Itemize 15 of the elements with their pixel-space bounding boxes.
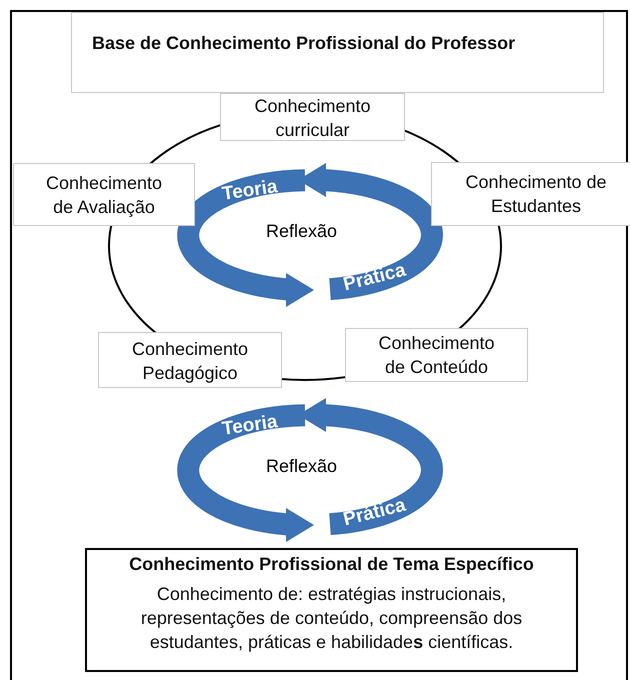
text-box: Conhecimento curricular (220, 93, 405, 141)
box-body-text: Conhecimento de: estratégias instrucionais, representações de conteúdo, compreensão dos estudantes, práticas e habilidades científicas. (140, 583, 524, 654)
center-label: Reflexão (266, 455, 338, 477)
text-box (85, 548, 578, 672)
text-box: Conhecimento Pedagógico (98, 332, 282, 388)
title-box: Base de Conhecimento Profissional do Professor (71, 12, 604, 93)
arrow-label: Prática (341, 494, 408, 532)
arrow-label: Prática (341, 260, 408, 296)
arrow-label: Teoria (220, 176, 279, 206)
text-box: Conhecimento de Estudantes (431, 162, 630, 226)
text-box: Conhecimento de Conteúdo (345, 328, 528, 382)
text-box: Conhecimento de Avaliação (13, 163, 195, 226)
center-label: Reflexão (266, 220, 338, 242)
arrow-label: Teoria (220, 411, 279, 441)
box-heading: Conhecimento Profissional de Tema Específico (128, 553, 535, 576)
